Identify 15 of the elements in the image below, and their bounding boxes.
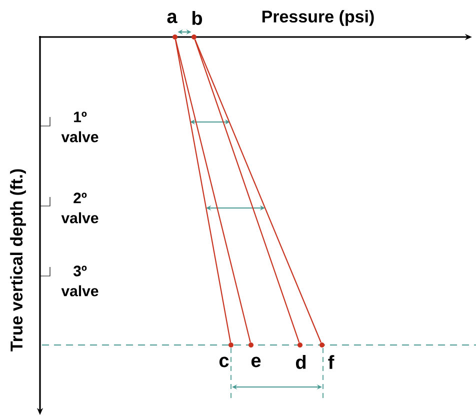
pressure-gradient-line [194,39,300,343]
valve-label: 3º valve [61,266,98,296]
point-label: f [328,355,334,369]
axis-title: True vertical depth (ft.) [10,169,26,352]
valve-label: 1º valve [61,112,98,142]
point-label: b [192,11,202,25]
point-label: e [251,356,261,368]
valve-label: 2º valve [61,192,98,224]
pressure-gradient-line [174,40,232,342]
pressure-gradient-line [194,39,322,343]
axis-title: Pressure (psi) [262,10,374,26]
point-label: c [219,356,229,368]
point-label: a [167,12,178,24]
pressure-gradient-line [175,39,251,342]
point-label: d [296,355,306,369]
